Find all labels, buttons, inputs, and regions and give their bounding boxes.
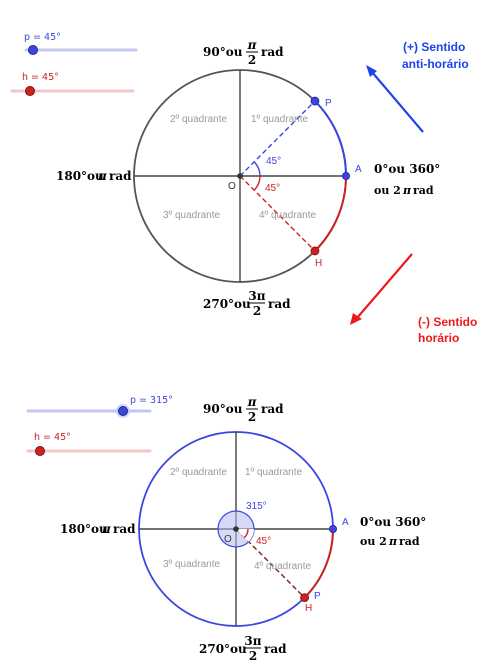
slider-p2-knob[interactable]: [118, 406, 128, 416]
label-270-rad: rad: [268, 297, 291, 311]
ray-oh: [239, 175, 316, 252]
ray-op: [239, 100, 316, 177]
label-180-pi: π: [97, 169, 107, 183]
label-0-2-rad: rad: [399, 535, 420, 548]
point-a2-label: A: [342, 517, 349, 528]
slider-p2-label: p = 315°: [130, 395, 173, 406]
quadrant-1-label-2: 1º quadrante: [245, 467, 302, 478]
label-180-rad: rad: [109, 169, 132, 183]
point-p[interactable]: [310, 96, 320, 106]
point-h2-label: H: [305, 603, 312, 614]
angle-arc-h: [253, 175, 261, 191]
slider-h-knob[interactable]: [25, 86, 35, 96]
point-p2-label: P: [314, 591, 321, 602]
label-270-deg: 270°ou: [203, 297, 251, 311]
label-270-2-den: 2: [249, 649, 257, 663]
label-180: 180°ou π rad: [56, 169, 132, 183]
point-o-label: O: [228, 181, 236, 192]
angle-sector-gap: [236, 529, 254, 542]
quadrant-3-label-2: 3º quadrante: [163, 559, 220, 570]
figure-1: p = 45° h = 45° 45° 45° 2º quadrante 1º …: [10, 32, 477, 345]
label-270-2-num: 3π: [244, 634, 261, 648]
ccw-arrow: [371, 71, 424, 133]
angle-arc-h2: [243, 528, 249, 538]
label-0-rad: rad: [413, 184, 434, 197]
cw-text-1: (-) Sentido: [418, 315, 477, 329]
cw-arrowhead: [350, 313, 362, 325]
slider-h2-knob[interactable]: [35, 446, 45, 456]
point-o2-label: O: [224, 534, 232, 545]
arc-h2: [303, 528, 334, 599]
label-0-2-prefix: ou 2: [360, 535, 387, 548]
label-90-rad: rad: [261, 45, 284, 59]
label-90-num: π: [247, 38, 257, 52]
label-90: 90°ou π 2 rad: [203, 38, 284, 67]
label-90-2-rad: rad: [261, 402, 284, 416]
label-180-2-rad: rad: [113, 522, 136, 536]
angle-h2-label: 45°: [256, 536, 271, 547]
point-a[interactable]: [341, 171, 350, 180]
label-90-deg: 90°ou: [203, 45, 243, 59]
label-0-deg: 0°ou 360°: [374, 162, 440, 176]
point-a2[interactable]: [328, 525, 337, 534]
label-90-den: 2: [248, 53, 256, 67]
label-90-2-num: π: [247, 395, 257, 409]
label-90-2-den: 2: [248, 410, 256, 424]
arc-p: [314, 100, 347, 177]
ccw-text-2: anti-horário: [402, 57, 469, 71]
slider-p-label: p = 45°: [24, 32, 61, 43]
point-h-label: H: [315, 258, 322, 269]
label-0-pi: π: [402, 184, 412, 197]
quadrant-4-label: 4º quadrante: [259, 210, 316, 221]
angle-p-label: 45°: [266, 156, 281, 167]
label-270-den: 2: [253, 304, 261, 318]
label-0-prefix: ou 2: [374, 184, 401, 197]
cw-annotation: (-) Sentido horário: [350, 253, 477, 345]
ccw-annotation: (+) Sentido anti-horário: [366, 40, 469, 133]
angle-p2-label: 315°: [246, 501, 267, 512]
point-h[interactable]: [310, 246, 320, 256]
angle-arc-p: [253, 161, 261, 177]
figure-2: p = 315° h = 45° 315° 45° 2º quadrante 1…: [26, 395, 426, 663]
label-0: 0°ou 360° ou 2 π rad: [374, 162, 440, 197]
label-90-2-deg: 90°ou: [203, 402, 243, 416]
quadrant-4-label-2: 4º quadrante: [254, 561, 311, 572]
slider-h2-label: h = 45°: [34, 432, 71, 443]
label-270-2-deg: 270°ou: [199, 642, 247, 656]
quadrant-2-label: 2º quadrante: [170, 114, 227, 125]
label-90-2: 90°ou π 2 rad: [203, 395, 284, 424]
label-270-2: 270°ou 3π 2 rad: [199, 634, 287, 663]
slider-h-label: h = 45°: [22, 72, 59, 83]
cw-text-2: horário: [418, 331, 459, 345]
label-270-num: 3π: [248, 289, 265, 303]
point-a-label: A: [355, 164, 362, 175]
label-180-2-deg: 180°ou: [60, 522, 108, 536]
point-o: [237, 173, 243, 179]
point-o2: [233, 526, 239, 532]
ccw-arrowhead: [366, 65, 377, 77]
label-180-deg: 180°ou: [56, 169, 104, 183]
arc-h: [314, 175, 347, 252]
quadrant-3-label: 3º quadrante: [163, 210, 220, 221]
label-0-2-deg: 0°ou 360°: [360, 515, 426, 529]
slider-p-knob[interactable]: [28, 45, 38, 55]
quadrant-1-label: 1º quadrante: [251, 114, 308, 125]
label-180-2-pi: π: [101, 522, 111, 536]
label-270: 270°ou 3π 2 rad: [203, 289, 291, 318]
label-0-2-pi: π: [388, 535, 398, 548]
cw-arrow: [356, 253, 413, 319]
quadrant-2-label-2: 2º quadrante: [170, 467, 227, 478]
label-0-2: 0°ou 360° ou 2 π rad: [360, 515, 426, 548]
point-p-label: P: [325, 98, 332, 109]
angle-h-label: 45°: [265, 183, 280, 194]
ccw-text-1: (+) Sentido: [403, 40, 465, 54]
label-270-2-rad: rad: [264, 642, 287, 656]
point-h2[interactable]: [300, 593, 309, 602]
label-180-2: 180°ou π rad: [60, 522, 136, 536]
